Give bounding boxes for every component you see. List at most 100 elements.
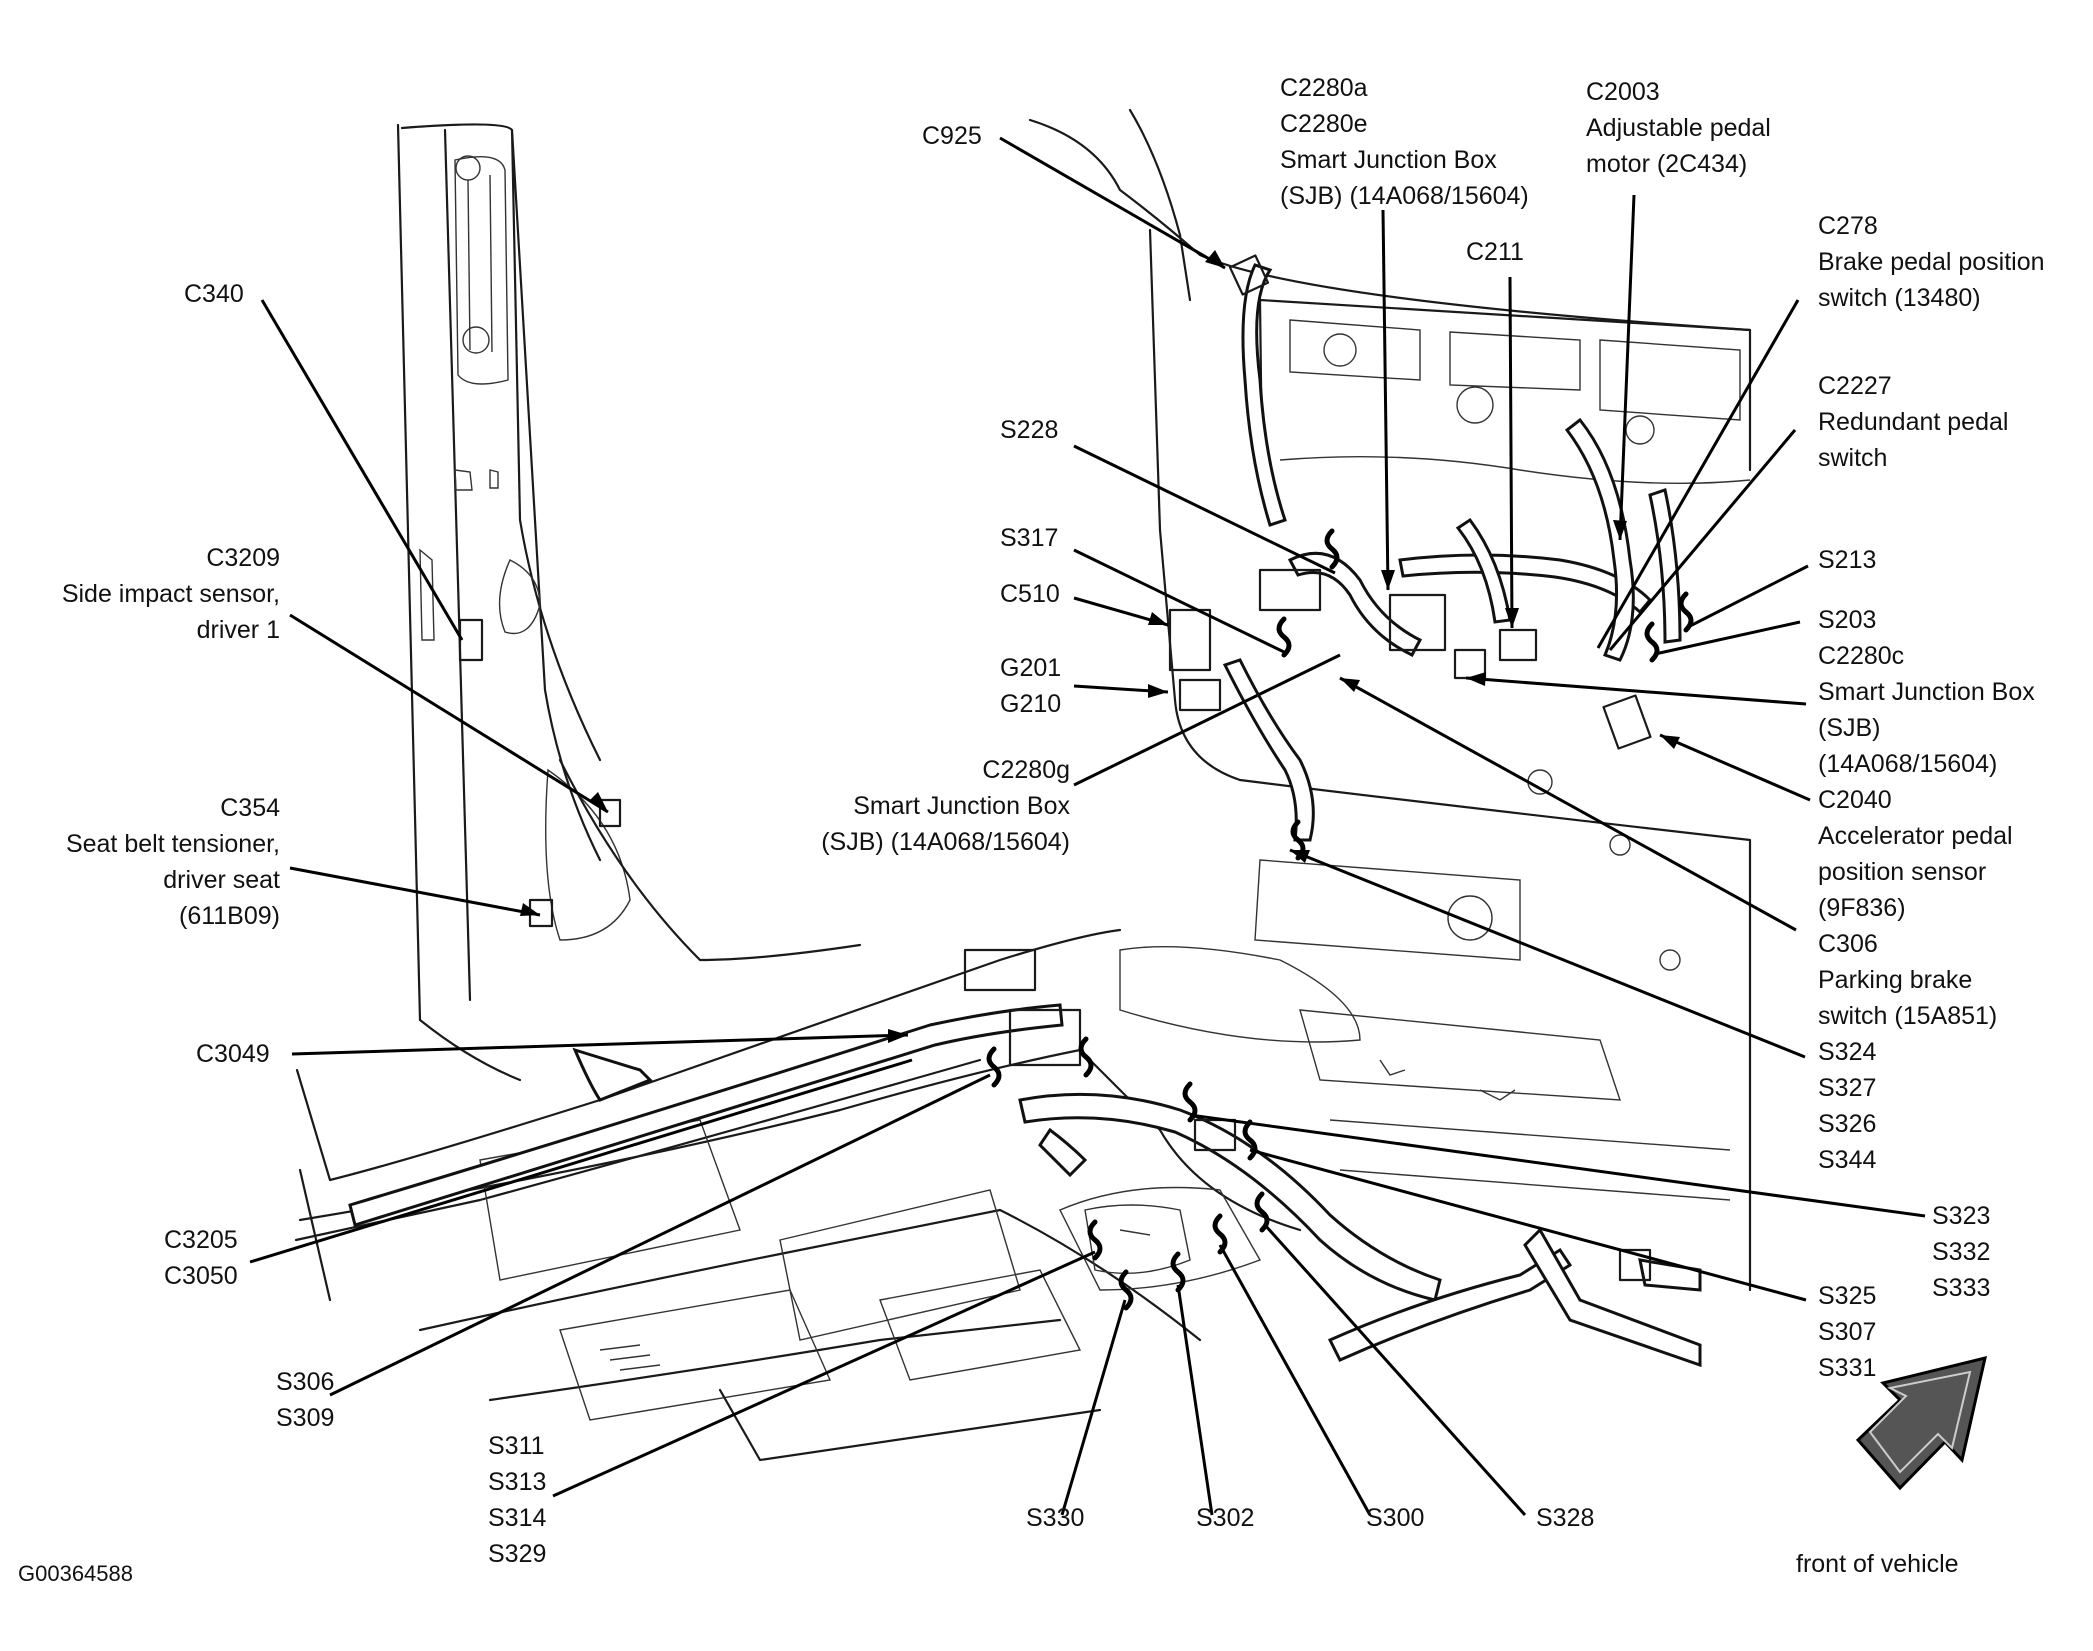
callout-line: (9F836) [1818, 894, 1906, 922]
callout-c3205-group: C3205 C3050 [164, 1222, 238, 1294]
leader-lines [249, 136, 1926, 1517]
callout-line: G210 [1000, 690, 1062, 718]
callout-c2280a-group: C2280a C2280e Smart Junction Box (SJB) (… [1280, 70, 1529, 214]
callout-line: C354 [220, 794, 280, 822]
front-of-vehicle-label: front of vehicle [1796, 1546, 1959, 1582]
callout-line: switch [1818, 444, 1888, 472]
callout-s306-group: S306 S309 [276, 1364, 334, 1436]
callout-line: S300 [1366, 1504, 1425, 1532]
callout-line: Redundant pedal [1818, 408, 2009, 436]
callout-line: C925 [922, 122, 982, 150]
callout-s311-group: S311 S313 S314 S329 [488, 1428, 546, 1572]
callout-line: C2227 [1818, 372, 1892, 400]
callout-line: S325 [1818, 1282, 1877, 1310]
callout-line: S330 [1026, 1504, 1085, 1532]
callout-line: S302 [1196, 1504, 1255, 1532]
callout-s317: S317 [1000, 520, 1058, 556]
callout-line: C340 [184, 280, 244, 308]
callout-c211: C211 [1466, 234, 1524, 270]
callout-c306-group: C306 Parking brake switch (15A851) [1818, 926, 1997, 1034]
callout-line: S326 [1818, 1110, 1877, 1138]
callout-line: G201 [1000, 654, 1062, 682]
callout-line: Smart Junction Box [1280, 146, 1497, 174]
callout-c925: C925 [922, 118, 982, 154]
callout-line: S307 [1818, 1318, 1877, 1346]
callout-line: Brake pedal position [1818, 248, 2045, 276]
callout-c3209-group: C3209 Side impact sensor, driver 1 [0, 540, 280, 648]
arrowheads [520, 250, 1680, 1043]
callout-line: position sensor [1818, 858, 1987, 886]
callout-line: S331 [1818, 1354, 1877, 1382]
callout-line: Smart Junction Box [1818, 678, 2035, 706]
callout-line: C3205 [164, 1226, 238, 1254]
figure-id: G00364588 [18, 1556, 133, 1592]
arrow-up-right-icon [1855, 1355, 1987, 1491]
callout-line: S314 [488, 1504, 547, 1532]
callout-line: S317 [1000, 524, 1059, 552]
callout-s302: S302 [1196, 1500, 1254, 1536]
callout-line: S327 [1818, 1074, 1877, 1102]
callout-line: Side impact sensor, [61, 580, 280, 608]
callout-line: Smart Junction Box [853, 792, 1070, 820]
callout-line: C2003 [1586, 78, 1660, 106]
callout-line: S323 [1932, 1202, 1991, 1230]
callout-line: C2280c [1818, 642, 1905, 670]
vehicle-body-drawing [294, 108, 1752, 1462]
callout-line: Adjustable pedal [1586, 114, 1771, 142]
callout-s330: S330 [1026, 1500, 1084, 1536]
callout-c2280g-group: C2280g Smart Junction Box (SJB) (14A068/… [760, 752, 1070, 860]
callout-line: Parking brake [1818, 966, 1973, 994]
callout-c278-group: C278 Brake pedal position switch (13480) [1818, 208, 2045, 316]
splice-markers [986, 528, 1694, 1311]
callout-line: (SJB) (14A068/15604) [1280, 182, 1529, 210]
callout-line: S344 [1818, 1146, 1877, 1174]
callout-s228: S228 [1000, 412, 1058, 448]
callout-line: C278 [1818, 212, 1878, 240]
callout-line: C2280g [982, 756, 1070, 784]
callout-line: S324 [1818, 1038, 1877, 1066]
callout-s323-group: S323 S332 S333 [1932, 1198, 1990, 1306]
callout-c2040-group: C2040 Accelerator pedal position sensor … [1818, 782, 2013, 926]
callout-line: (SJB) [1818, 714, 1881, 742]
callout-s203-group: S203 C2280c Smart Junction Box (SJB) (14… [1818, 602, 2035, 782]
callout-s325-group: S325 S307 S331 [1818, 1278, 1876, 1386]
callout-line: C306 [1818, 930, 1878, 958]
callout-c354-group: C354 Seat belt tensioner, driver seat (6… [0, 790, 280, 934]
callout-line: motor (2C434) [1586, 150, 1748, 178]
callout-line: switch (15A851) [1818, 1002, 1998, 1030]
callout-g201-group: G201 G210 [1000, 650, 1061, 722]
callout-line: S311 [488, 1432, 545, 1460]
figure-id-text: G00364588 [18, 1561, 133, 1586]
callout-line: Accelerator pedal [1818, 822, 2013, 850]
callout-line: C510 [1000, 580, 1060, 608]
callout-line: (14A068/15604) [1818, 750, 1998, 778]
callout-line: C2280a [1280, 74, 1368, 102]
callout-c2227-group: C2227 Redundant pedal switch [1818, 368, 2008, 476]
callout-line: C3050 [164, 1262, 238, 1290]
callout-line: driver seat [163, 866, 280, 894]
orientation-label: front of vehicle [1796, 1550, 1959, 1578]
callout-s324-group: S324 S327 S326 S344 [1818, 1034, 1876, 1178]
callout-line: C3209 [206, 544, 280, 572]
callout-line: S228 [1000, 416, 1059, 444]
callout-c340: C340 [184, 276, 244, 312]
callout-s213: S213 [1818, 542, 1876, 578]
callout-line: S313 [488, 1468, 547, 1496]
callout-c510: C510 [1000, 576, 1060, 612]
callout-line: S203 [1818, 606, 1877, 634]
callout-line: C2280e [1280, 110, 1368, 138]
callout-line: C2040 [1818, 786, 1892, 814]
callout-line: C211 [1466, 238, 1524, 266]
callout-line: S306 [276, 1368, 335, 1396]
callout-line: S309 [276, 1404, 335, 1432]
callout-line: S332 [1932, 1238, 1991, 1266]
callout-line: (SJB) (14A068/15604) [821, 828, 1070, 856]
callout-s328: S328 [1536, 1500, 1594, 1536]
callout-line: S328 [1536, 1504, 1595, 1532]
callout-s300: S300 [1366, 1500, 1424, 1536]
callout-line: S333 [1932, 1274, 1991, 1302]
callout-line: driver 1 [196, 616, 280, 644]
callout-c2003-group: C2003 Adjustable pedal motor (2C434) [1586, 74, 1771, 182]
